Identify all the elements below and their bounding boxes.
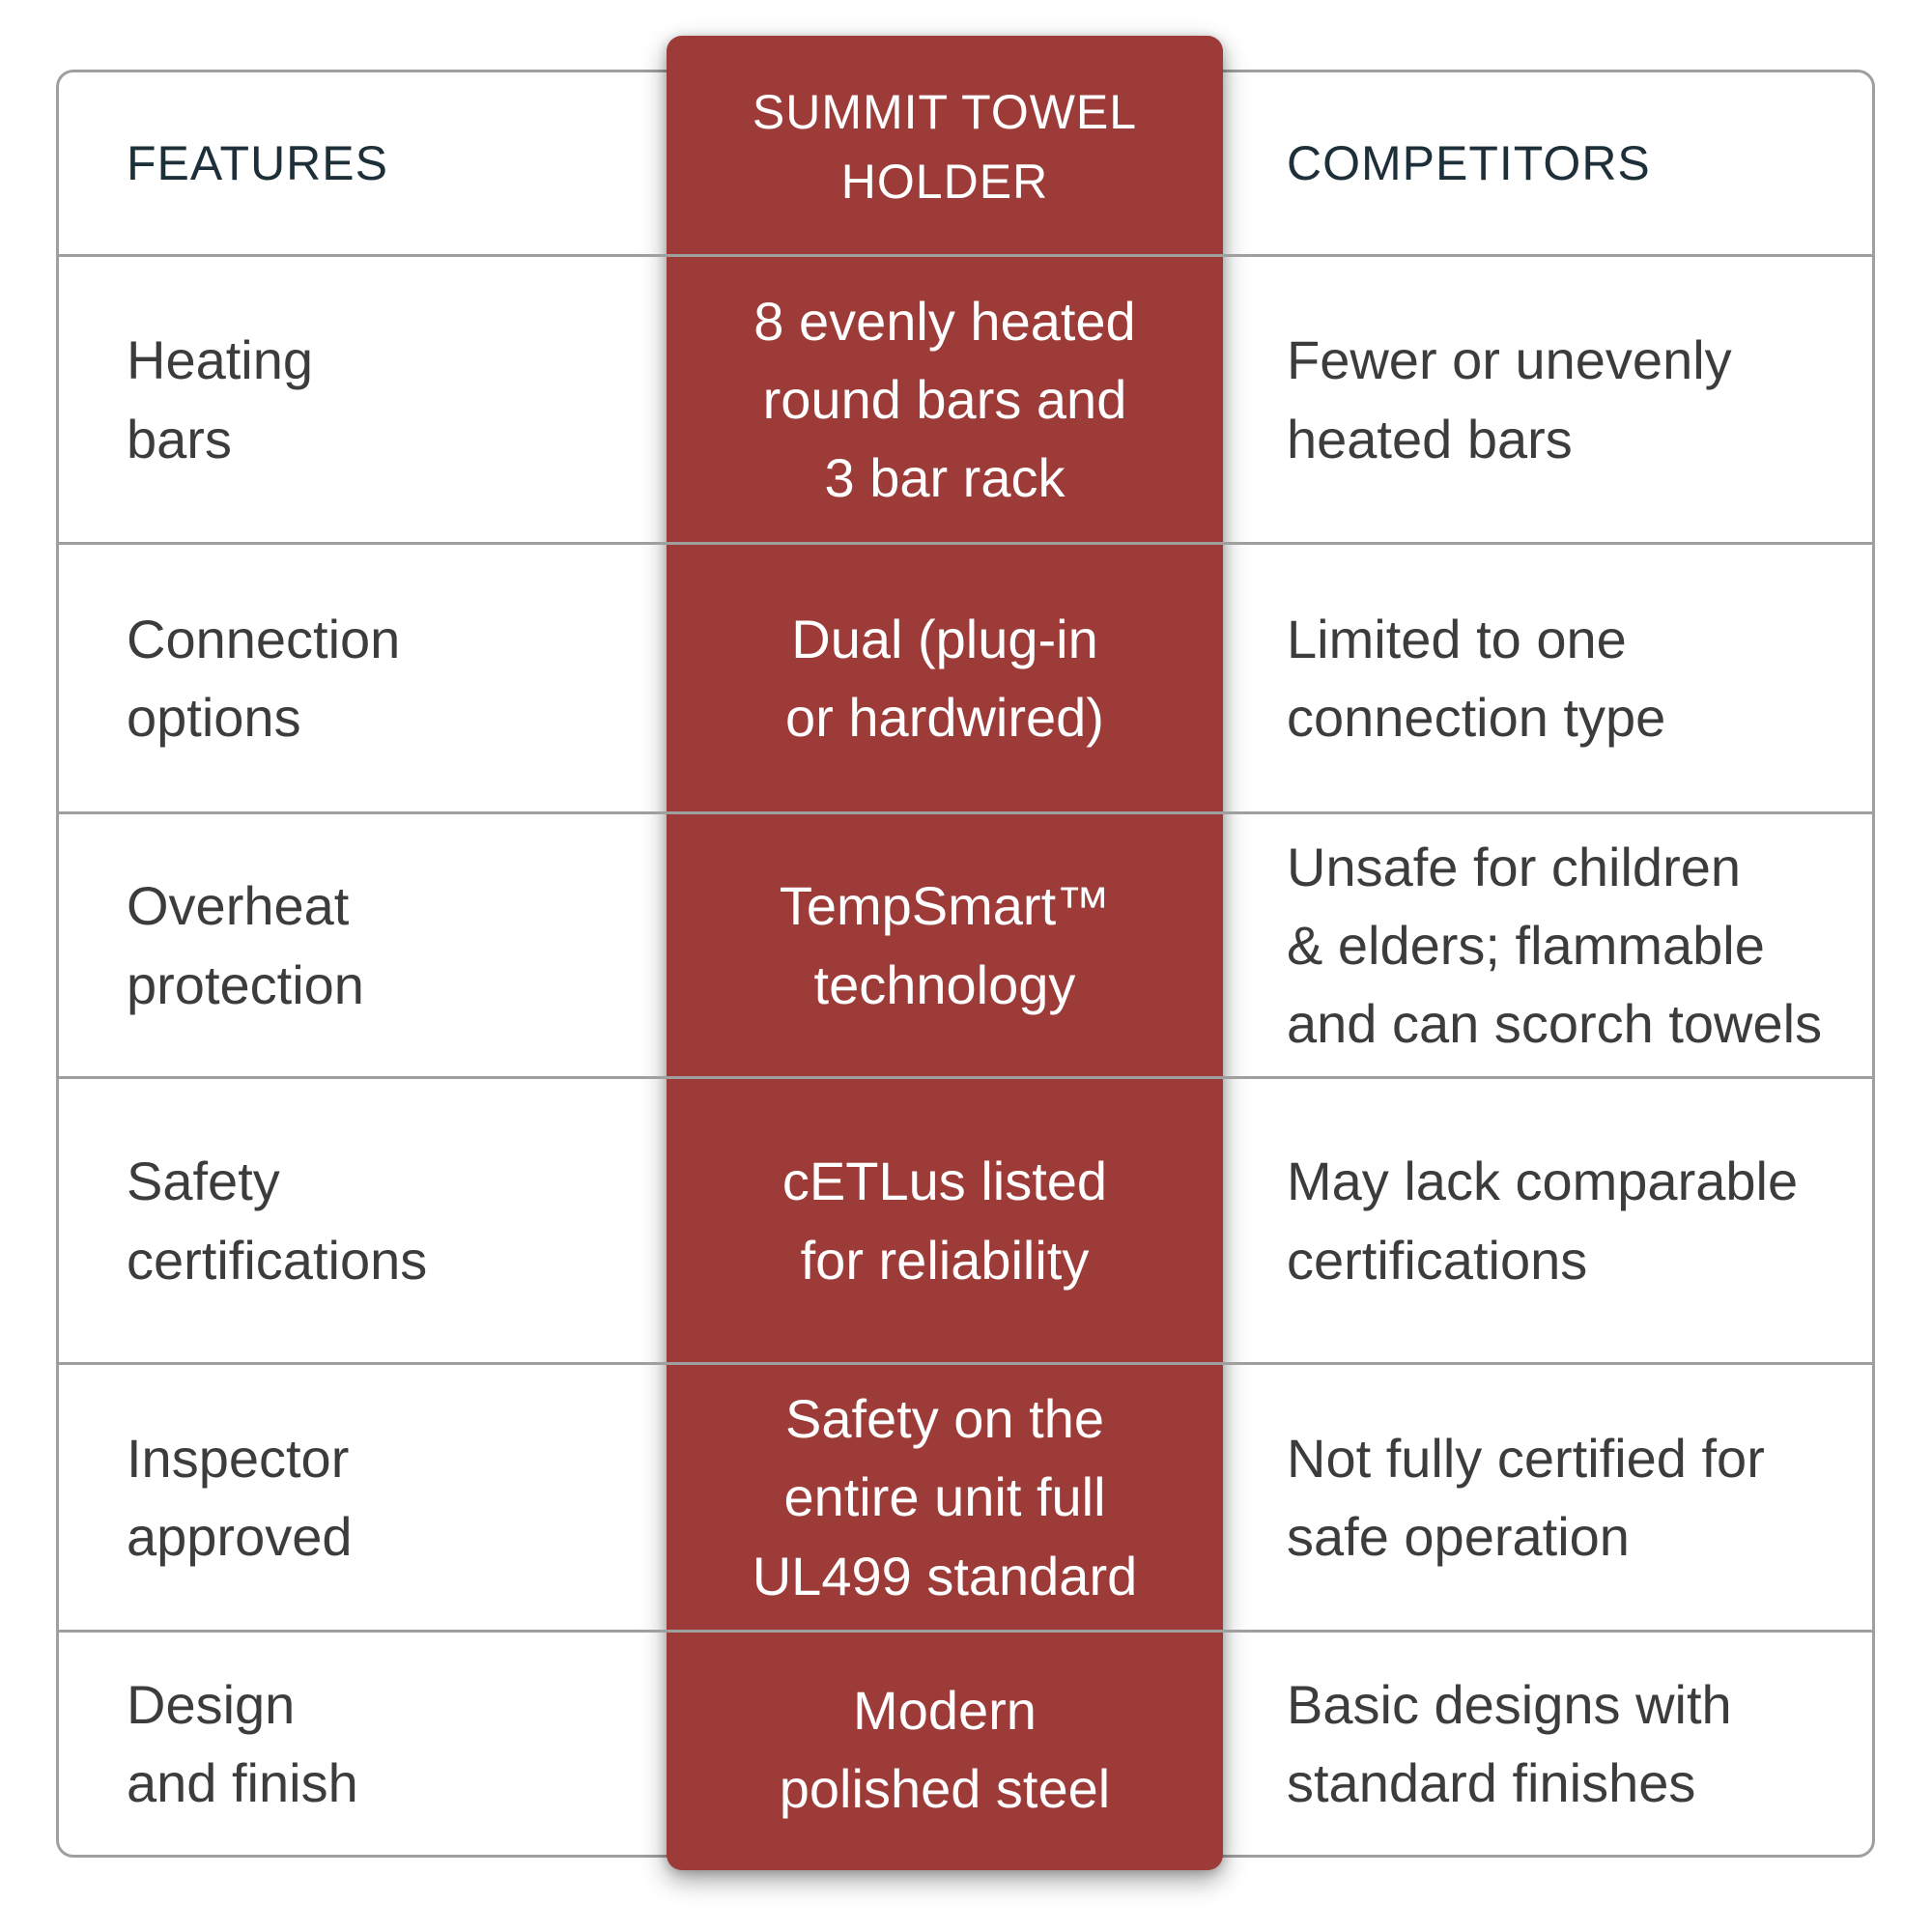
competitor-value: May lack comparable certifications <box>1287 1151 1799 1291</box>
competitor-value: Not fully certified for safe operation <box>1287 1427 1765 1567</box>
product-value: Dual (plug-in or hardwired) <box>785 608 1104 748</box>
table-row-overheat-protection: Overheat protection TempSmart™ technolog… <box>59 814 1872 1079</box>
feature-label: Connection options <box>127 608 401 748</box>
comparison-table: FEATURES SUMMIT TOWEL HOLDER COMPETITORS… <box>59 72 1872 1855</box>
competitor-value: Unsafe for children & elders; flammable … <box>1287 836 1823 1055</box>
competitor-value: Fewer or unevenly heated bars <box>1287 329 1732 469</box>
feature-label: Heating bars <box>127 329 314 469</box>
competitor-value: Basic designs with standard finishes <box>1287 1673 1732 1813</box>
column-header-product: SUMMIT TOWEL HOLDER <box>752 84 1138 210</box>
product-value: Safety on the entire unit full UL499 sta… <box>752 1388 1138 1606</box>
column-header-competitors: COMPETITORS <box>1287 135 1651 190</box>
feature-label: Inspector approved <box>127 1427 353 1567</box>
table-row-heating-bars: Heating bars 8 evenly heated round bars … <box>59 257 1872 545</box>
table-row-inspector-approved: Inspector approved Safety on the entire … <box>59 1365 1872 1633</box>
product-value: Modern polished steel <box>779 1679 1111 1819</box>
table-row-safety-certifications: Safety certifications cETLus listed for … <box>59 1079 1872 1365</box>
table-row-design-and-finish: Design and finish Modern polished steel … <box>59 1633 1872 1855</box>
feature-label: Safety certifications <box>127 1151 428 1291</box>
feature-label: Design and finish <box>127 1673 358 1813</box>
product-value: cETLus listed for reliability <box>781 1151 1108 1291</box>
product-value: TempSmart™ technology <box>779 875 1111 1015</box>
product-column-highlight <box>667 36 1223 1870</box>
product-value: 8 evenly heated round bars and 3 bar rac… <box>753 290 1136 509</box>
column-header-features: FEATURES <box>127 135 388 190</box>
feature-label: Overheat protection <box>127 875 364 1015</box>
competitor-value: Limited to one connection type <box>1287 608 1666 748</box>
table-row-connection-options: Connection options Dual (plug-in or hard… <box>59 545 1872 814</box>
table-header-row: FEATURES SUMMIT TOWEL HOLDER COMPETITORS <box>59 72 1872 257</box>
